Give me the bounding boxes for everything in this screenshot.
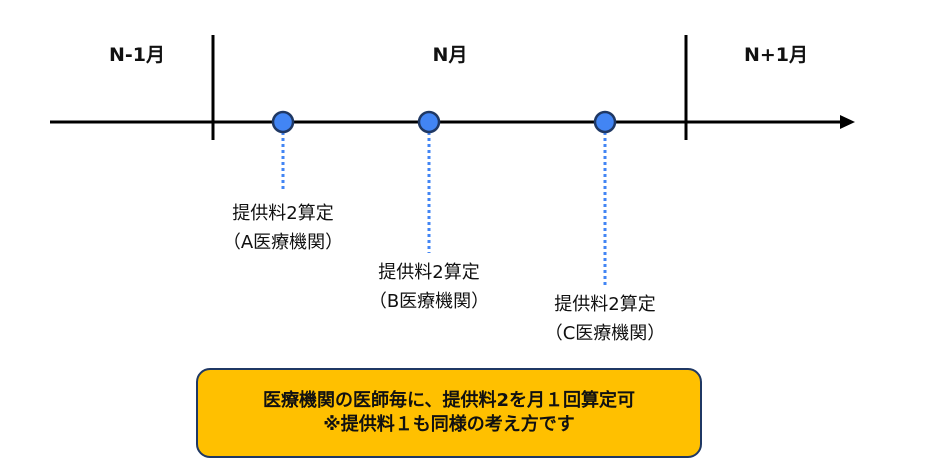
event-dot: [271, 110, 295, 134]
event-label-a: 提供料2算定 （A医療機関）: [223, 199, 343, 257]
month-label-next: N+1月: [743, 44, 809, 66]
note-line-2: ※提供料１も同様の考え方です: [323, 414, 575, 435]
note-line-1: 医療機関の医師毎に、提供料2を月１回算定可: [263, 390, 635, 411]
note-box: 医療機関の医師毎に、提供料2を月１回算定可 ※提供料１も同様の考え方です: [196, 368, 702, 458]
event-label-c: 提供料2算定 （C医療機関）: [545, 290, 666, 348]
event-institution: （B医療機関）: [368, 291, 490, 312]
month-label-prev: N-1月: [108, 44, 166, 66]
event-institution: （C医療機関）: [544, 323, 666, 344]
month-label-current: N月: [432, 44, 468, 66]
event-title: 提供料2算定: [232, 203, 334, 224]
event-dot: [417, 110, 441, 134]
event-dot: [593, 110, 617, 134]
event-label-b: 提供料2算定 （B医療機関）: [369, 258, 489, 316]
event-title: 提供料2算定: [378, 262, 480, 283]
event-title: 提供料2算定: [554, 294, 656, 315]
event-institution: （A医療機関）: [222, 232, 344, 253]
arrow-head-icon: [840, 115, 855, 129]
